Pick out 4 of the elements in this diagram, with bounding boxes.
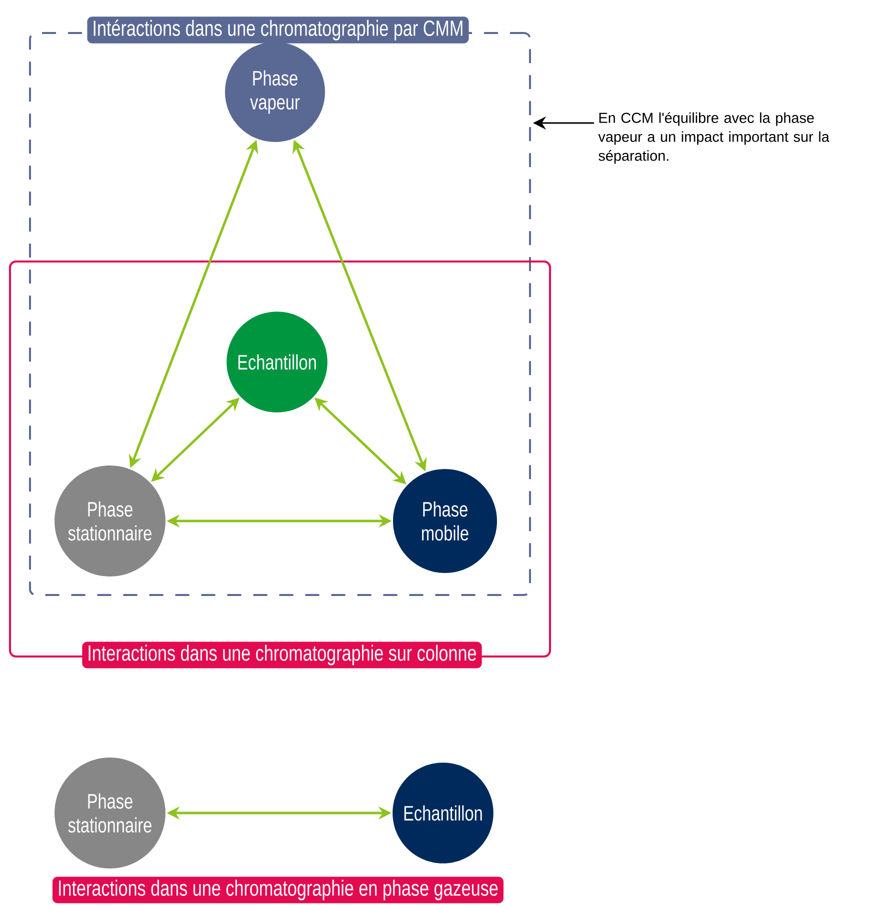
caption-band: Interactions dans une chromatographie en phase gazeuse bbox=[52, 876, 504, 904]
heading-band: Interactions dans une chromatographie sur colonne bbox=[82, 642, 482, 668]
heading-band: Intéractions dans une chromatographie par CMM bbox=[87, 16, 469, 44]
note-text: En CCM l'équilibre avec la phase vapeur a un impact important sur la séparation. bbox=[598, 112, 830, 164]
